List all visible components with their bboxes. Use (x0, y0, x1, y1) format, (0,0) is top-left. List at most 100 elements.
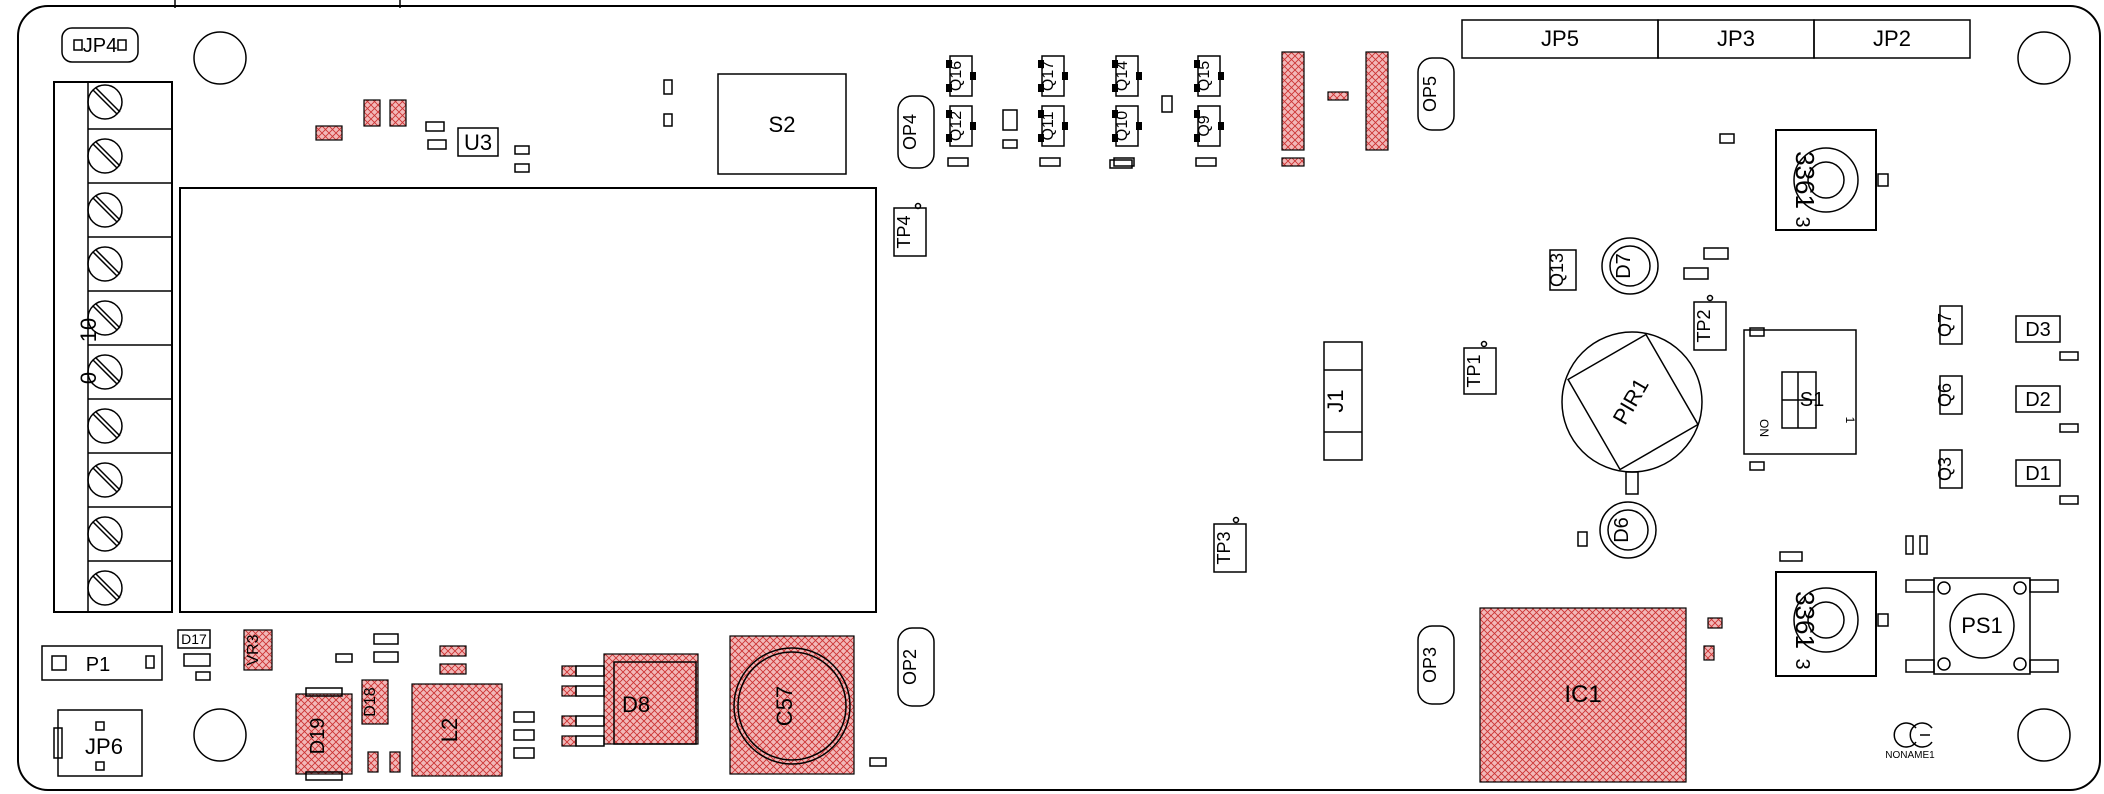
jp3-header: JP3 (1657, 19, 1815, 59)
svg-text:D19: D19 (307, 718, 329, 755)
svg-text:OP3: OP3 (1420, 647, 1440, 683)
screw-terminal-icon (87, 138, 123, 174)
svg-text:PS1: PS1 (1961, 613, 2003, 638)
q11-label: Q11 (1040, 111, 1057, 140)
svg-text:OP5: OP5 (1420, 76, 1440, 112)
screw-terminal-icon (87, 192, 123, 228)
op2-testpoint: OP2 (897, 627, 935, 707)
screw-terminal-icon (87, 516, 123, 552)
vr3-d17-area: VR3 D17 (177, 629, 273, 681)
tp1-testpoint: TP1 (1463, 340, 1497, 395)
svg-text:3361: 3361 (1790, 591, 1820, 649)
u3-label: U3 (464, 130, 492, 155)
svg-text:P1: P1 (86, 654, 110, 676)
q14-label: Q14 (1114, 61, 1131, 91)
svg-text:VR3: VR3 (245, 634, 262, 665)
jp4-connector: JP4 (61, 27, 139, 63)
op4-testpoint: OP4 (897, 95, 935, 169)
screw-terminal-icon (87, 246, 123, 282)
svg-text:3: 3 (1791, 216, 1813, 227)
svg-text:ON: ON (1757, 419, 1771, 437)
svg-text:JP5: JP5 (1541, 26, 1579, 51)
c57-capacitor: C57 (729, 635, 887, 775)
ce-mark: NONAME1 (1885, 722, 1935, 761)
svg-text:D18: D18 (362, 687, 379, 716)
jp5-header: JP5 (1461, 19, 1659, 59)
q16-label: Q16 (948, 61, 965, 91)
svg-text:Q3: Q3 (1935, 457, 1955, 481)
mounting-hole-tr (2017, 31, 2071, 85)
smd-resistor (1113, 157, 1135, 167)
d8-package: D8 (561, 653, 699, 747)
jp2-header: JP2 (1813, 19, 1971, 59)
jp4-label: JP4 (83, 35, 117, 57)
transistor-q12: Q12 (946, 105, 976, 147)
svg-text:S1: S1 (1800, 389, 1824, 411)
mounting-hole-bl (193, 708, 247, 762)
transistor-q15: Q15 (1194, 55, 1224, 97)
terminal-mark-10: 10 (76, 318, 101, 342)
svg-text:TP3: TP3 (1214, 531, 1234, 564)
svg-text:OP4: OP4 (900, 114, 920, 150)
tp4-testpoint: TP4 (893, 202, 927, 257)
tp2-testpoint: TP2 (1693, 294, 1727, 351)
transistor-q10: Q10 (1112, 105, 1142, 147)
screw-terminal-icon (87, 300, 123, 336)
pir1-sensor: PIR1 (1561, 331, 1703, 495)
mounting-hole-tl (193, 31, 247, 85)
d19-d18-area: D19 D18 (295, 633, 401, 781)
transistor-q17: Q17 (1038, 55, 1068, 97)
terminal-block: 10 0 (53, 81, 173, 613)
right-side-components: Q7 Q6 Q3 D3 D2 D1 (1935, 305, 2079, 505)
svg-text:JP6: JP6 (85, 734, 123, 759)
u3-area: U3 (315, 99, 530, 173)
screw-terminal-icon (87, 84, 123, 120)
module-outline (179, 187, 877, 613)
svg-text:IC1: IC1 (1564, 681, 1601, 708)
j1-jumper: J1 (1323, 341, 1363, 461)
q10-label: Q10 (1114, 111, 1131, 141)
svg-text:Q13: Q13 (1547, 253, 1567, 287)
smd-resistor (1195, 157, 1217, 167)
d6-led: D6 (1577, 501, 1657, 559)
svg-text:Q6: Q6 (1935, 383, 1955, 407)
svg-text:PIR1: PIR1 (1608, 374, 1654, 429)
potentiometer-bottom: 3361 3 (1775, 535, 1928, 677)
q17-label: Q17 (1040, 61, 1057, 91)
transistor-q11: Q11 (1038, 105, 1068, 147)
svg-text:JP2: JP2 (1873, 26, 1911, 51)
svg-text:D17: D17 (181, 631, 207, 647)
screw-terminal-icon (87, 570, 123, 606)
svg-text:C57: C57 (772, 686, 797, 726)
svg-text:D6: D6 (1611, 517, 1633, 543)
s1-dip-switch: S1 ON 1 (1743, 327, 1857, 471)
svg-text:3361: 3361 (1790, 151, 1820, 209)
svg-text:D7: D7 (1613, 253, 1635, 279)
svg-text:1: 1 (1843, 417, 1857, 424)
svg-text:JP3: JP3 (1717, 26, 1755, 51)
potentiometer-top: 3361 3 (1719, 129, 1889, 231)
svg-text:D1: D1 (2025, 463, 2051, 485)
screw-terminal-icon (87, 462, 123, 498)
transistor-q14: Q14 (1112, 55, 1142, 97)
svg-text:TP2: TP2 (1694, 309, 1714, 342)
tp3-testpoint: TP3 (1213, 516, 1247, 573)
svg-text:D2: D2 (2025, 389, 2051, 411)
op3-testpoint: OP3 (1417, 625, 1455, 705)
svg-text:Q7: Q7 (1935, 313, 1955, 337)
s2-label: S2 (769, 112, 796, 137)
transistor-q16: Q16 (946, 55, 976, 97)
svg-text:OP2: OP2 (900, 649, 920, 685)
transistor-q9: Q9 (1194, 105, 1224, 147)
svg-text:3: 3 (1791, 658, 1813, 669)
p1-connector: P1 (41, 645, 163, 681)
svg-text:J1: J1 (1323, 389, 1348, 412)
terminal-mark-0: 0 (76, 372, 101, 384)
svg-text:TP1: TP1 (1464, 354, 1484, 387)
mounting-hole-br (2017, 708, 2071, 762)
l2-inductor: L2 (411, 645, 535, 777)
smd-resistor (1039, 157, 1061, 167)
q9-label: Q9 (1196, 115, 1213, 136)
